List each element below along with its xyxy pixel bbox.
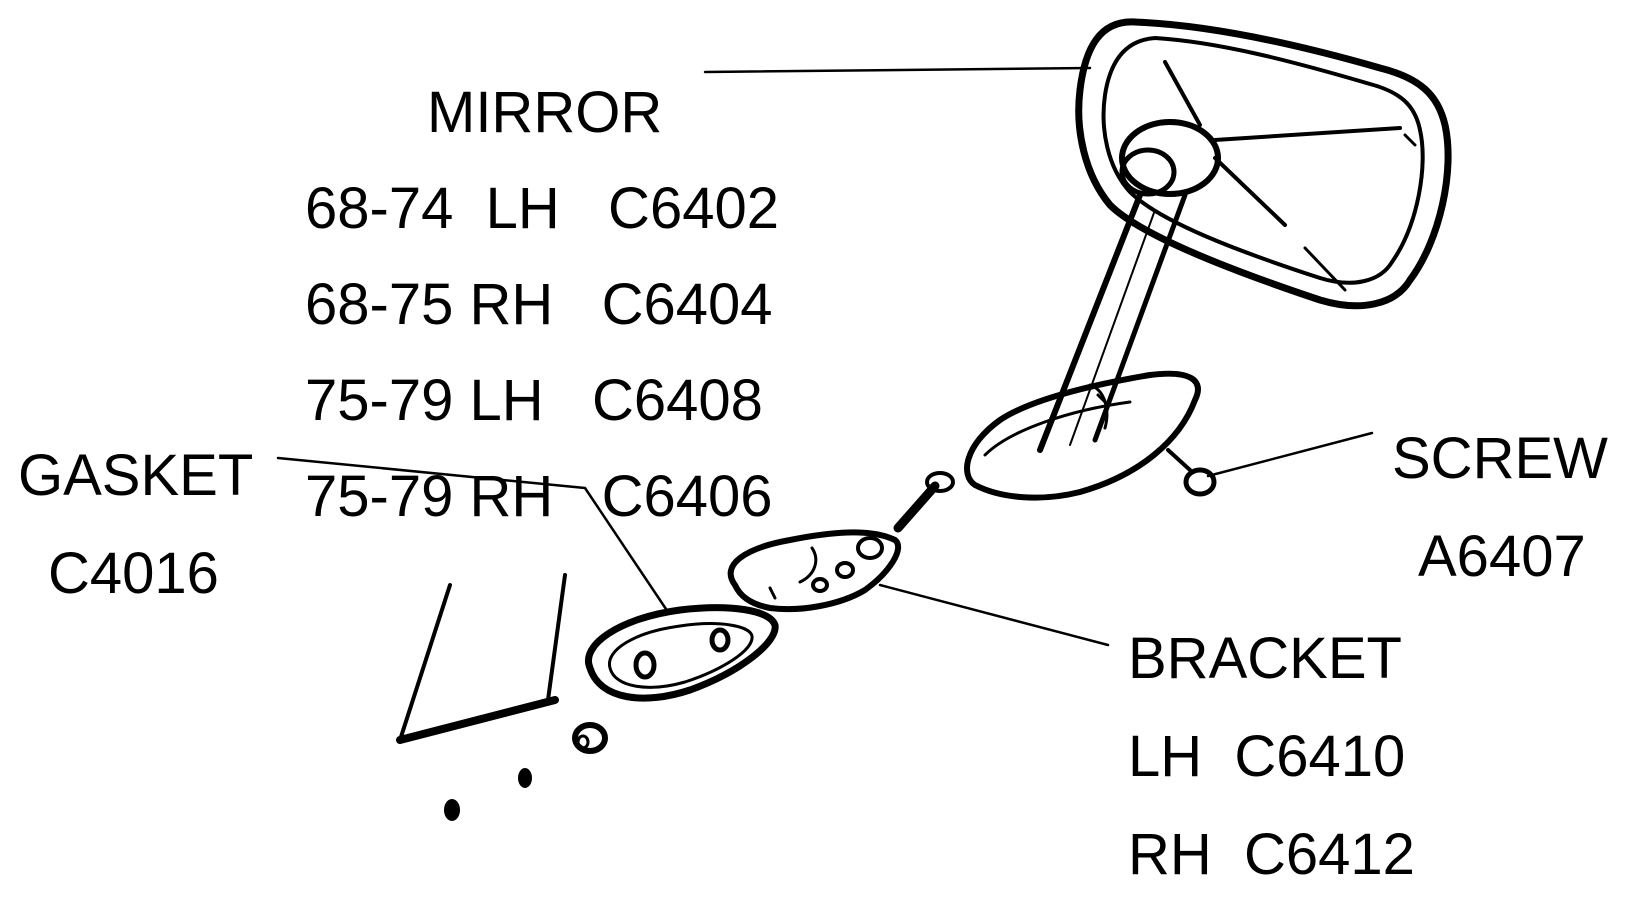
mirror-part-row: 75-79 LH C6408 [305,368,763,433]
leader-lines [276,66,1374,647]
gasket-label: GASKET C4016 [18,415,253,635]
mirror-title: MIRROR [427,80,663,145]
parts-diagram: MIRROR 68-74 LH C6402 68-75 RH C6404 75-… [18,18,1608,884]
gasket-leader-line [276,456,670,614]
stud-bolt [893,471,955,533]
bracket-part-row: RH C6412 [1128,822,1415,887]
screw-leader-line [1206,431,1374,478]
mirror-label: MIRROR 68-74 LH C6402 68-75 RH C6404 75-… [305,52,779,564]
bracket-label: BRACKET LH C6410 RH C6412 [1128,598,1415,916]
gasket-title: GASKET [18,443,254,508]
mirror-head [1075,18,1452,310]
bracket-leader-line [878,583,1110,647]
bracket-part [727,529,902,613]
gasket-part [585,604,779,702]
gasket-part-number: C4016 [48,541,219,606]
screw-part-number: A6407 [1418,524,1586,589]
mirror-part-row: 68-75 RH C6404 [305,272,773,337]
screw-part [1166,448,1217,497]
screw-title: SCREW [1392,426,1608,491]
mirror-pivot [1119,119,1221,197]
mirror-part-row: 75-79 RH C6406 [305,464,773,529]
screw-label: SCREW A6407 [1392,398,1608,618]
mirror-base [964,370,1201,501]
mirror-leader-line [703,66,1092,74]
small-hardware [444,722,608,821]
bracket-part-row: LH C6410 [1128,724,1406,789]
mirror-arm [1037,192,1188,453]
door-corner [396,573,567,744]
mirror-part-row: 68-74 LH C6402 [305,176,779,241]
bracket-title: BRACKET [1128,626,1402,691]
diagram-artwork [276,18,1452,821]
